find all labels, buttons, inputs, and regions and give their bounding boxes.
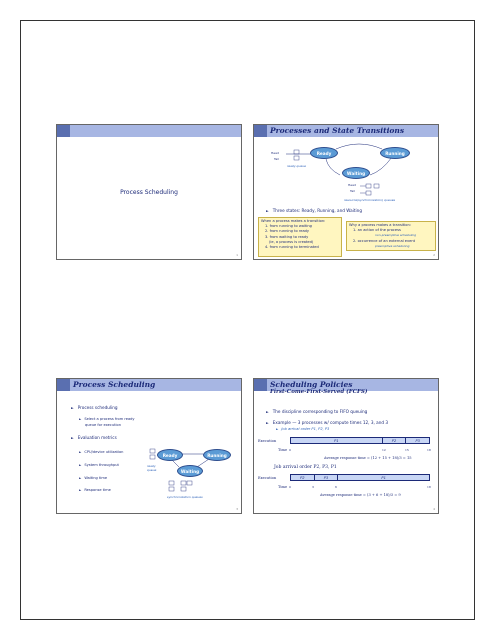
page-number: 1 xyxy=(236,253,238,257)
queue-slot xyxy=(293,149,300,155)
state-running: Running xyxy=(380,147,410,159)
page-frame xyxy=(20,20,475,620)
gantt-1: P1 P2 P3 xyxy=(290,437,430,444)
slide-header xyxy=(254,379,438,391)
tick: 6 xyxy=(335,485,337,489)
metric-item: Waiting time xyxy=(79,476,107,480)
queue-slot xyxy=(149,448,156,454)
box-line: 3. from waiting to ready xyxy=(265,234,309,239)
slide-title: Process Scheduling xyxy=(120,189,178,196)
queue-slot xyxy=(180,480,187,486)
state-waiting: Waiting xyxy=(342,167,370,179)
arrow-running-waiting xyxy=(369,156,393,176)
arrow-ready-running xyxy=(335,143,383,150)
bullet-fifo: The discipline corresponding to FIFO que… xyxy=(266,409,368,414)
slide-title: Process Scheduling xyxy=(73,380,156,389)
box-line: (ie, a process is created) xyxy=(269,239,314,244)
sub-bullet-select-cont: queue for execution xyxy=(85,423,121,427)
page-number: 3 xyxy=(236,507,238,511)
transition-why-box: Why a process makes a transition: 1. an … xyxy=(346,221,436,251)
slide-1: Process Scheduling 1 xyxy=(56,124,242,260)
box-line: 2. from running to ready xyxy=(265,229,310,234)
queue-slot xyxy=(186,480,193,486)
page-number: 4 xyxy=(433,507,435,511)
head-label: Head xyxy=(271,151,279,155)
gantt-block-p2: P2 xyxy=(291,475,315,480)
queue-slot xyxy=(180,486,187,492)
queue-slot xyxy=(373,183,380,189)
tick: 18 xyxy=(427,448,431,452)
bullet-process-scheduling: Process scheduling xyxy=(71,405,118,410)
slide-header xyxy=(57,125,241,137)
slide-header xyxy=(57,379,241,391)
queue-slot xyxy=(365,190,372,196)
execution-label: Execution xyxy=(258,439,277,443)
head-label-2: Head xyxy=(348,183,356,187)
gantt-block-p3: P3 xyxy=(406,438,429,443)
metric-item: Response time xyxy=(79,488,111,492)
gantt-2: P2 P3 P1 xyxy=(290,474,430,481)
transition-when-box: When a process makes a transition: 1. fr… xyxy=(258,217,342,257)
execution-label-2: Execution xyxy=(258,476,277,480)
avg-response-1: Average response time = (12 + 15 + 18)/3… xyxy=(324,456,412,460)
slide-header xyxy=(254,125,438,137)
sub-bullet-arrival: Job arrival order P1, P2, P3 xyxy=(276,427,329,431)
tail-label-2: Tail xyxy=(350,189,355,193)
tick: 18 xyxy=(427,485,431,489)
slide-4: Scheduling Policies First-Come-First-Ser… xyxy=(253,378,439,514)
box-line: 1. from running to waiting xyxy=(265,224,312,229)
slide-subtitle: First-Come-First-Served (FCFS) xyxy=(270,389,368,395)
tick: 12 xyxy=(382,448,386,452)
arrow-running-waiting xyxy=(196,458,210,468)
sub-bullet-select: Select a process from ready xyxy=(79,417,134,421)
resource-queues-label: resource(synchronization) queues xyxy=(344,198,396,202)
ready-queue-label: ready queue xyxy=(287,164,306,168)
gantt-block-p3: P3 xyxy=(314,475,339,480)
sync-queues-label: synchronization queues xyxy=(167,495,203,499)
box-line: 1. an action of the process xyxy=(353,228,401,233)
state-diagram xyxy=(149,448,210,492)
gantt-block-p2: P2 xyxy=(382,438,407,443)
queue-slot xyxy=(293,155,300,161)
gantt-block-p1: P1 xyxy=(338,475,429,480)
state-ready: Ready xyxy=(310,147,338,159)
box-line: When a process makes a transition: xyxy=(261,219,326,223)
bullet-example: Example — 3 processes w/ compute times 1… xyxy=(266,420,388,425)
box-line: 4. from running to terminated xyxy=(265,245,319,250)
arrow-waiting-ready xyxy=(325,158,341,176)
slide-title: Processes and State Transitions xyxy=(270,126,405,135)
state-diagram xyxy=(286,143,393,196)
queue-slot xyxy=(168,480,175,486)
box-line: preemptive scheduling xyxy=(375,243,410,248)
ready-queue-label: ready queue xyxy=(147,464,157,472)
queue-slot xyxy=(149,454,156,460)
time-label: Time xyxy=(278,448,288,452)
state-running: Running xyxy=(203,449,231,461)
box-line: 2. occurrence of an external event xyxy=(353,238,416,243)
queue-slot xyxy=(168,486,175,492)
tick: 0 xyxy=(289,485,291,489)
avg-response-2: Average response time = (3 + 6 + 18)/3 =… xyxy=(320,493,401,497)
gantt-block-p1: P1 xyxy=(291,438,383,443)
slide-3: Process Scheduling Process scheduling Se… xyxy=(56,378,242,514)
slide-2: Processes and State Transitions Ready Ru… xyxy=(253,124,439,260)
box-line: Why a process makes a transition: xyxy=(349,223,411,227)
bullet-three-states: Three states: Ready, Running, and Waitin… xyxy=(266,208,362,213)
page-number: 2 xyxy=(433,253,435,257)
tick: 3 xyxy=(312,485,314,489)
metric-item: System throughput xyxy=(79,463,119,467)
tick: 15 xyxy=(405,448,409,452)
metric-item: CPU/device utilization xyxy=(79,450,123,454)
queue-slot xyxy=(365,183,372,189)
slide-title: Scheduling Policies xyxy=(270,380,353,389)
arrival-order-2: Job arrival order P2, P3, P1 xyxy=(274,465,337,470)
box-line: non-preemptive scheduling xyxy=(375,233,417,238)
tick: 0 xyxy=(289,448,291,452)
state-ready: Ready xyxy=(157,449,183,461)
time-label-2: Time xyxy=(278,485,288,489)
state-waiting: Waiting xyxy=(177,465,203,477)
bullet-evaluation-metrics: Evaluation metrics xyxy=(71,435,117,440)
tail-label: Tail xyxy=(274,157,279,161)
